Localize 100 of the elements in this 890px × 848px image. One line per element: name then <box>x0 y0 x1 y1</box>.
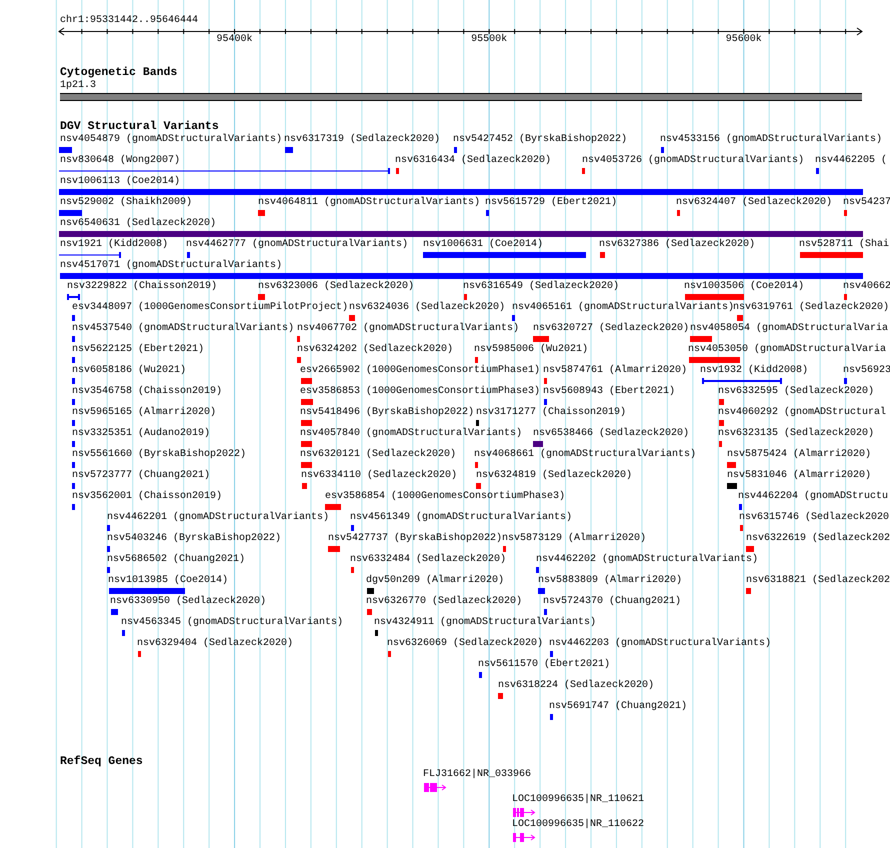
variant-label: nsv5691747 (Chuang2021) <box>549 701 688 713</box>
variant-label: nsv6316549 (Sedlazeck2020) <box>463 281 620 293</box>
variant-label: nsv5611570 (Ebert2021) <box>478 659 610 671</box>
variant-label: nsv4058054 (gnomADStructuralVaria <box>690 323 888 335</box>
variant-label: nsv4065161 (gnomADStructuralVariants) <box>512 302 734 314</box>
variant-label: nsv4054879 (gnomADStructuralVariants) <box>60 134 282 146</box>
variant-label: nsv56923 <box>843 365 890 377</box>
variant-label: nsv1006631 (Coe2014) <box>423 239 544 251</box>
variant-label: nsv54237 <box>843 197 890 209</box>
variant-label: nsv4561349 (gnomADStructuralVariants) <box>350 512 572 524</box>
variant-label: nsv6323135 (Sedlazeck2020) <box>718 428 874 440</box>
variant-label: nsv1006113 (Coe2014) <box>60 176 180 188</box>
variant-label: nsv4462205 ( <box>815 155 888 167</box>
variant-label: nsv6324202 (Sedlazeck2020) <box>297 344 454 356</box>
variant-label: nsv6324407 (Sedlazeck2020) <box>676 197 832 209</box>
variant-label: nsv4324911 (gnomADStructuralVariants) <box>374 617 596 629</box>
variant-label: nsv4533156 (gnomADStructuralVariants) <box>660 134 882 146</box>
variant-label: nsv6329404 (Sedlazeck2020) <box>137 638 294 650</box>
variant-label: nsv5873129 (Almarri2020) <box>502 533 646 545</box>
variant-label: nsv4517071 (gnomADStructuralVariants) <box>60 260 282 272</box>
tick-label: 95500k <box>471 34 508 46</box>
gene-label: LOC100996635|NR_110621 <box>512 794 644 806</box>
variant-label: nsv5831046 (Almarri2020) <box>727 470 872 482</box>
variant-label: nsv3546758 (Chaisson2019) <box>72 386 222 398</box>
variant-label: nsv6319761 (Sedlazeck2020) <box>733 302 890 314</box>
variant-label: nsv6326069 (Sedlazeck2020) <box>387 638 544 650</box>
variant-label: nsv1921 (Kidd2008) <box>60 239 168 251</box>
variant-label: nsv4064811 (gnomADStructuralVariants) <box>258 197 480 209</box>
variant-label: nsv6318224 (Sedlazeck2020) <box>498 680 654 692</box>
variant-label: nsv6330950 (Sedlazeck2020) <box>110 596 266 608</box>
variant-label: nsv3229822 (Chaisson2019) <box>67 281 218 293</box>
variant-label: esv3586853 (1000GenomesConsortiumPhase3) <box>300 386 540 398</box>
variant-label: nsv6320121 (Sedlazeck2020) <box>300 449 456 461</box>
variant-label: nsv4462204 (gnomADStructu <box>738 491 888 503</box>
variant-label: nsv6332595 (Sedlazeck2020) <box>718 386 874 398</box>
variant-label: nsv830648 (Wong2007) <box>60 155 180 167</box>
variant-label: nsv4462777 (gnomADStructuralVariants) <box>186 239 408 251</box>
track-heading: RefSeq Genes <box>60 756 143 768</box>
variant-label: nsv5561660 (ByrskaBishop2022) <box>72 449 246 461</box>
variant-label: nsv5418496 (ByrskaBishop2022) <box>300 407 474 419</box>
variant-label: nsv5686502 (Chuang2021) <box>107 554 246 566</box>
variant-label: dgv50n209 (Almarri2020) <box>366 575 504 587</box>
variant-label: nsv529002 (Shaikh2009) <box>60 197 192 209</box>
variant-label: nsv6318821 (Sedlazeck202 <box>746 575 890 587</box>
variant-label: nsv5883809 (Almarri2020) <box>538 575 682 587</box>
variant-label: nsv6324819 (Sedlazeck2020) <box>476 470 632 482</box>
variant-label: esv3448097 (1000GenomesConsortiumPilotProject) <box>72 302 348 314</box>
variant-label: nsv3562001 (Chaisson2019) <box>72 491 222 503</box>
gene-label: LOC100996635|NR_110622 <box>512 819 644 831</box>
variant-label: nsv4057840 (gnomADStructuralVariants) <box>300 428 522 440</box>
variant-label: nsv4462202 (gnomADStructuralVariants) <box>536 554 758 566</box>
variant-label: nsv5427452 (ByrskaBishop2022) <box>453 134 628 146</box>
variant-label: nsv5615729 (Ebert2021) <box>485 197 618 209</box>
variant-label: nsv5875424 (Almarri2020) <box>727 449 872 461</box>
variant-label: nsv6058186 (Wu2021) <box>72 365 186 377</box>
variant-label: nsv5622125 (Ebert2021) <box>72 344 204 356</box>
variant-label: nsv6323006 (Sedlazeck2020) <box>258 281 414 293</box>
variant-label: nsv6324036 (Sedlazeck2020) <box>349 302 506 314</box>
variant-label: esv2665902 (1000GenomesConsortiumPhase1) <box>300 365 540 377</box>
track-heading: Cytogenetic Bands <box>60 67 178 79</box>
variant-label: nsv1013985 (Coe2014) <box>108 575 228 587</box>
locus-label: chr1:95331442..95646444 <box>60 15 198 27</box>
variant-label: nsv3171277 (Chaisson2019) <box>476 407 626 419</box>
variant-label: nsv6316434 (Sedlazeck2020) <box>395 155 552 167</box>
variant-label: nsv528711 (Shai <box>799 239 890 251</box>
variant-label: nsv6326770 (Sedlazeck2020) <box>366 596 522 608</box>
variant-label: nsv5608943 (Ebert2021) <box>543 386 676 398</box>
variant-label: nsv4462203 (gnomADStructuralVariants) <box>549 638 772 650</box>
variant-label: nsv6315746 (Sedlazeck2020 <box>739 512 890 524</box>
variant-label: nsv4462201 (gnomADStructuralVariants) <box>107 512 330 524</box>
variant-label: nsv6317319 (Sedlazeck2020) <box>284 134 440 146</box>
variant-label: nsv4537540 (gnomADStructuralVariants) <box>72 323 294 335</box>
band-label: 1p21.3 <box>60 80 96 92</box>
tick-label: 95400k <box>216 34 253 46</box>
variant-label: nsv5723777 (Chuang2021) <box>72 470 210 482</box>
variant-label: nsv5427737 (ByrskaBishop2022) <box>328 533 502 545</box>
variant-label: esv3586854 (1000GenomesConsortiumPhase3) <box>325 491 566 503</box>
variant-label: nsv6320727 (Sedlazeck2020) <box>533 323 690 335</box>
variant-label: nsv6327386 (Sedlazeck2020) <box>599 239 756 251</box>
tick-label: 95600k <box>726 34 762 46</box>
track-heading: DGV Structural Variants <box>60 121 219 133</box>
variant-label: nsv40662 <box>843 281 890 293</box>
variant-label: nsv6332484 (Sedlazeck2020) <box>350 554 506 566</box>
variant-label: nsv4060292 (gnomADStructural <box>718 407 886 419</box>
variant-label: nsv3325351 (Audano2019) <box>72 428 210 440</box>
variant-label: nsv4563345 (gnomADStructuralVariants) <box>121 617 344 629</box>
variant-label: nsv4067702 (gnomADStructuralVariants) <box>297 323 520 335</box>
variant-label: nsv4068661 (gnomADStructuralVariants) <box>474 449 696 461</box>
variant-label: nsv5874761 (Almarri2020) <box>543 365 688 377</box>
variant-label: nsv1932 (Kidd2008) <box>700 365 808 377</box>
variant-label: nsv4053050 (gnomADStructuralVaria <box>688 344 886 356</box>
gene-label: FLJ31662|NR_033966 <box>423 769 532 781</box>
variant-label: nsv5403246 (ByrskaBishop2022) <box>107 533 282 545</box>
variant-label: nsv5985006 (Wu2021) <box>474 344 588 356</box>
variant-label: nsv6334110 (Sedlazeck2020) <box>301 470 458 482</box>
variant-label: nsv6538466 (Sedlazeck2020) <box>533 428 690 440</box>
variant-label: nsv6540631 (Sedlazeck2020) <box>60 218 216 230</box>
variant-label: nsv4053726 (gnomADStructuralVariants) <box>582 155 804 167</box>
variant-label: nsv1003506 (Coe2014) <box>684 281 804 293</box>
variant-label: nsv5724370 (Chuang2021) <box>543 596 682 608</box>
